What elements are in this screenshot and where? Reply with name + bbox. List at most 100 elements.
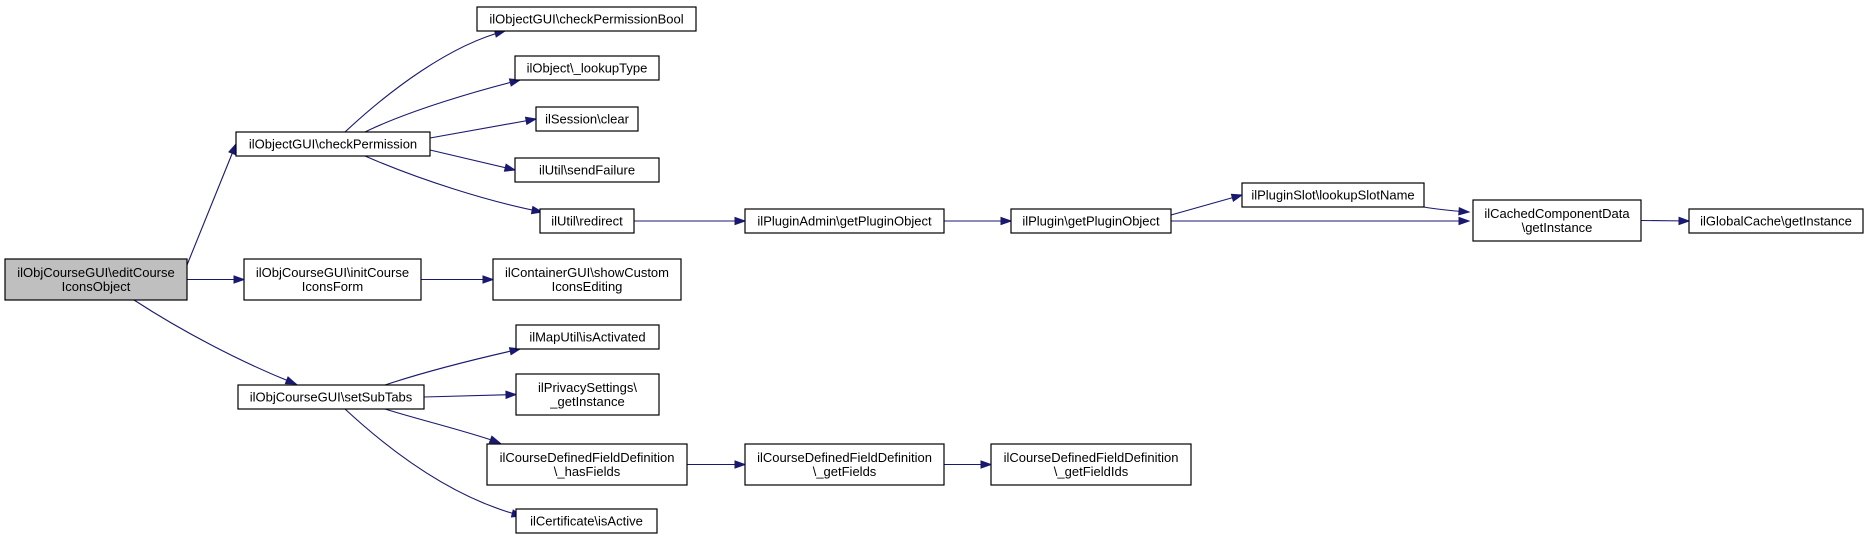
node-n7[interactable]: ilUtil\sendFailure <box>514 157 660 183</box>
node-n1[interactable]: ilObjectGUI\checkPermission <box>235 131 431 157</box>
node-box <box>990 443 1192 486</box>
node-box <box>744 443 945 486</box>
node-n6[interactable]: ilSession\clear <box>535 106 639 132</box>
node-n15[interactable]: ilPlugin\getPluginObject <box>1010 208 1172 234</box>
node-label: ilCertificate\isActive <box>530 514 643 529</box>
node-n12[interactable]: ilCourseDefinedFieldDefinition\_hasField… <box>486 443 688 486</box>
node-label: ilObject\_lookupType <box>527 61 648 76</box>
node-box <box>515 324 660 350</box>
edge-n19-to-n20 <box>944 460 993 469</box>
edge-arrowhead <box>980 460 993 469</box>
node-box <box>476 6 697 32</box>
node-n5[interactable]: ilObject\_lookupType <box>514 55 660 81</box>
edge-arrowhead <box>1230 193 1244 202</box>
node-label: \_getFields <box>813 464 877 479</box>
edge-arrowhead <box>503 163 517 172</box>
edge-arrowhead <box>505 390 518 400</box>
edge-n3-to-n12 <box>384 408 502 444</box>
edge-n14-to-n15 <box>944 216 1013 226</box>
node-box <box>514 55 660 81</box>
node-box <box>744 208 945 234</box>
node-n18[interactable]: ilGlobalCache\getInstance <box>1688 208 1864 234</box>
node-label: \_getFieldIds <box>1054 464 1129 479</box>
node-label: IconsObject <box>62 279 131 294</box>
node-label: ilPluginSlot\lookupSlotName <box>1251 188 1414 203</box>
edge-line <box>133 299 297 385</box>
edge-n3-to-n11 <box>423 390 518 400</box>
edge-line <box>429 149 516 171</box>
edge-arrowhead <box>284 376 298 385</box>
node-label: ilCachedComponentData <box>1484 206 1630 221</box>
node-box <box>1010 208 1172 234</box>
edge-n15-to-n17 <box>1171 216 1471 226</box>
edge-line <box>429 118 537 139</box>
node-n3[interactable]: ilObjCourseGUI\setSubTabs <box>237 384 425 410</box>
node-box <box>1241 182 1425 208</box>
node-n4[interactable]: ilObjectGUI\checkPermissionBool <box>476 6 697 32</box>
edge-n1-to-n8 <box>364 155 544 215</box>
edge-line <box>384 408 501 444</box>
edge-n15-to-n16 <box>1170 193 1244 216</box>
node-n13[interactable]: ilCertificate\isActive <box>515 508 658 534</box>
node-n20[interactable]: ilCourseDefinedFieldDefinition\_getField… <box>990 443 1192 486</box>
node-box <box>515 508 658 534</box>
edge-arrowhead <box>1458 206 1471 216</box>
node-label: ilObjCourseGUI\editCourse <box>17 265 175 280</box>
node-label: ilGlobalCache\getInstance <box>1700 214 1852 229</box>
edge-n3-to-n10 <box>384 347 522 386</box>
node-n10[interactable]: ilMapUtil\isActivated <box>515 324 660 350</box>
edge-arrowhead <box>734 460 747 469</box>
node-label: ilObjCourseGUI\setSubTabs <box>250 390 413 405</box>
edge-arrowhead <box>1000 216 1013 226</box>
edge-n8-to-n14 <box>634 216 747 226</box>
edge-arrowhead <box>530 205 544 215</box>
node-label: ilObjectGUI\checkPermissionBool <box>489 12 683 27</box>
node-label: ilUtil\redirect <box>551 214 623 229</box>
edge-line <box>384 348 521 386</box>
edge-n1-to-n5 <box>364 78 522 133</box>
edge-line <box>364 155 543 213</box>
edge-arrowhead <box>482 275 495 284</box>
edge-n1-to-n7 <box>429 149 517 172</box>
edge-arrowhead <box>734 216 747 226</box>
edge-line <box>344 30 506 133</box>
node-n16[interactable]: ilPluginSlot\lookupSlotName <box>1241 182 1425 208</box>
edge-line <box>423 393 517 398</box>
node-label: IconsForm <box>302 279 363 294</box>
node-box <box>539 208 635 234</box>
node-label: ilObjCourseGUI\initCourse <box>256 265 409 280</box>
node-label: \getInstance <box>1522 220 1593 235</box>
node-label: \_hasFields <box>554 464 621 479</box>
node-box <box>515 373 660 416</box>
node-label: IconsEditing <box>552 279 623 294</box>
node-box <box>1472 199 1642 242</box>
node-label: ilPlugin\getPluginObject <box>1022 214 1160 229</box>
edge-n0-to-n2 <box>187 275 246 284</box>
node-n14[interactable]: ilPluginAdmin\getPluginObject <box>744 208 945 234</box>
edge-line <box>344 408 523 517</box>
node-n19[interactable]: ilCourseDefinedFieldDefinition\_getField… <box>744 443 945 486</box>
node-label: ilContainerGUI\showCustom <box>505 265 669 280</box>
edge-line <box>186 143 237 266</box>
node-label: _getInstance <box>549 394 624 409</box>
node-label: ilMapUtil\isActivated <box>529 330 645 345</box>
edge-n17-to-n18 <box>1640 216 1691 226</box>
node-n11[interactable]: ilPrivacySettings\_getInstance <box>515 373 660 416</box>
node-box <box>237 384 425 410</box>
edge-line <box>364 79 521 133</box>
edge-line <box>1170 194 1243 216</box>
nodes-layer: ilObjCourseGUI\editCourseIconsObjectilOb… <box>4 6 1864 534</box>
node-label: ilPrivacySettings\ <box>538 380 637 395</box>
node-n8[interactable]: ilUtil\redirect <box>539 208 635 234</box>
node-n17[interactable]: ilCachedComponentData\getInstance <box>1472 199 1642 242</box>
edge-n1-to-n4 <box>344 29 507 133</box>
node-label: ilUtil\sendFailure <box>539 163 635 178</box>
edge-arrowhead <box>524 116 538 126</box>
node-box <box>514 157 660 183</box>
node-label: ilCourseDefinedFieldDefinition <box>500 450 675 465</box>
node-label: ilCourseDefinedFieldDefinition <box>1004 450 1179 465</box>
